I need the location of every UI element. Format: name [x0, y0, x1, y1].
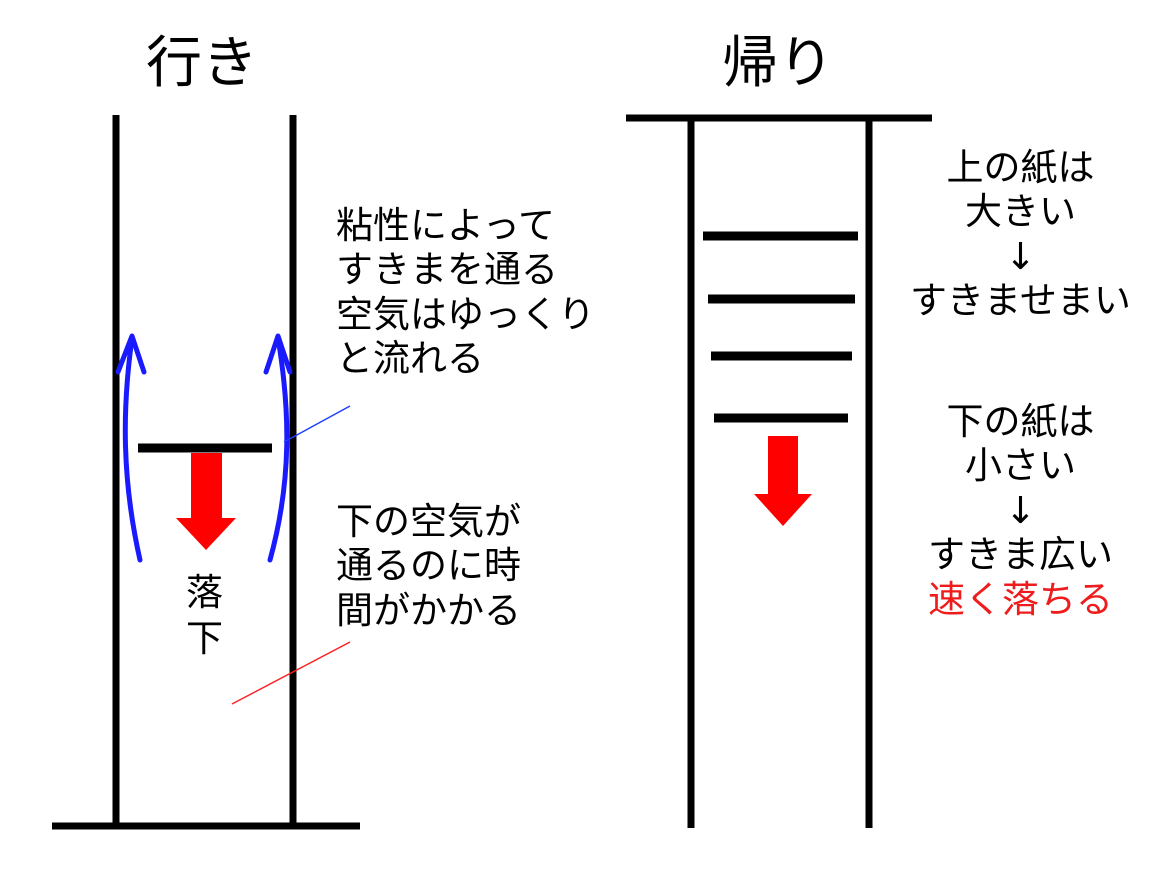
fall-label-char: 落	[186, 571, 223, 614]
lower-air-note-line: 下の空気が	[336, 500, 521, 543]
upper-paper-note-line: すきませまい	[910, 279, 1131, 323]
viscosity-note-line: と流れる	[336, 337, 484, 381]
airflow-arrow-left	[122, 335, 143, 563]
viscosity-note-line: 粘性によって	[336, 204, 556, 247]
down-arrow-icon: ↓	[1004, 488, 1036, 532]
viscosity-pointer-line	[283, 405, 351, 443]
lower-paper-note-line: 下の紙は	[946, 400, 1095, 443]
airflow-arrowhead-right	[263, 333, 293, 375]
airflow-arrow-right	[267, 335, 290, 563]
left-tube	[52, 115, 360, 830]
right-tube	[626, 114, 932, 828]
fall-label: 落 下	[186, 570, 223, 663]
lower-paper-note-line: すきま広い	[928, 533, 1113, 577]
viscosity-note-line: 空気はゆっくり	[336, 292, 595, 336]
viscosity-note-line: すきまを通る	[336, 248, 558, 292]
lower-paper-note: 下の紙は 小さい ↓ すきま広い 速く落ちる	[898, 400, 1143, 622]
airflow-arrowhead-left	[115, 333, 147, 375]
fall-arrow-left	[176, 453, 236, 550]
lower-air-note-line: 通るのに時	[336, 544, 521, 588]
lower-air-note: 下の空気が 通るのに時 間がかかる	[336, 500, 521, 633]
upper-paper-note-line: 上の紙は	[946, 146, 1095, 189]
title-returning: 帰り	[722, 31, 834, 96]
title-going: 行き	[146, 31, 258, 96]
lower-air-pointer-line	[231, 641, 351, 705]
upper-paper-note: 上の紙は 大きい ↓ すきませまい	[898, 146, 1143, 324]
upper-paper-note-line: 大きい	[965, 190, 1076, 234]
down-arrow-icon: ↓	[1004, 234, 1036, 278]
result-text: 速く落ちる	[928, 577, 1113, 621]
lower-air-note-line: 間がかかる	[336, 588, 521, 632]
lower-paper-note-line: 小さい	[965, 444, 1076, 488]
viscosity-note: 粘性によって すきまを通る 空気はゆっくり と流れる	[336, 204, 595, 382]
fall-label-char: 下	[186, 617, 223, 661]
airflow-arrows	[115, 333, 293, 563]
fall-arrow-right	[754, 436, 812, 526]
